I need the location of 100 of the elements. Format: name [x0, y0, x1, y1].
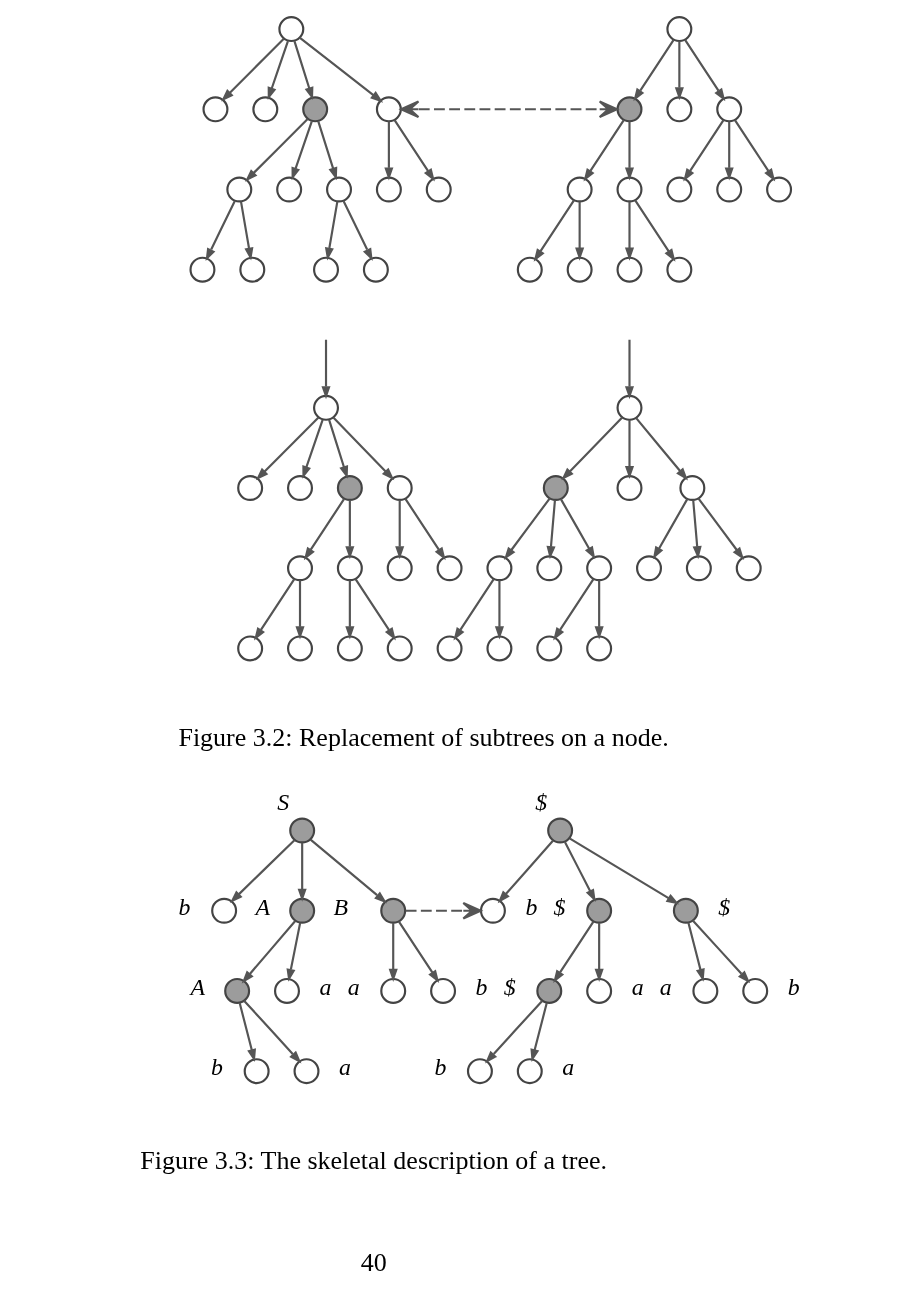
arrow — [574, 201, 584, 261]
node-circle — [375, 96, 402, 123]
node-circle — [286, 475, 313, 502]
arrow — [674, 41, 684, 101]
node-circle — [386, 635, 413, 662]
node-label: b — [475, 973, 488, 1000]
arrow — [594, 580, 604, 640]
node-circle — [286, 555, 313, 582]
arrow — [327, 419, 348, 479]
arrow — [394, 500, 404, 560]
arrow — [242, 999, 301, 1064]
arrow — [393, 119, 435, 182]
node-circle — [685, 555, 712, 582]
node-circle — [546, 817, 573, 844]
node-circle — [238, 256, 265, 283]
node-label: a — [659, 973, 672, 1000]
node-circle — [379, 897, 406, 924]
node-label: a — [338, 1054, 351, 1081]
arrow — [383, 121, 393, 181]
node-circle — [325, 176, 352, 203]
arrow — [205, 200, 236, 262]
arrow — [624, 419, 634, 479]
node-circle — [585, 635, 612, 662]
arrow — [324, 201, 338, 261]
node-circle — [312, 394, 339, 421]
node-circle — [585, 555, 612, 582]
node-circle — [225, 176, 252, 203]
node-circle — [665, 256, 692, 283]
node-circle — [516, 1058, 543, 1085]
node-circle — [436, 635, 463, 662]
node-circle — [362, 256, 389, 283]
arrow — [632, 39, 675, 102]
arrow — [285, 922, 301, 982]
node-label: b — [210, 1054, 223, 1081]
node-label: $ — [534, 788, 547, 815]
node-circle — [436, 555, 463, 582]
node-circle — [301, 96, 328, 123]
node-circle — [715, 176, 742, 203]
node-circle — [425, 176, 452, 203]
arrow — [484, 999, 543, 1064]
arrow — [583, 119, 625, 182]
node-label: b — [178, 893, 191, 920]
arrow — [634, 417, 688, 481]
arrow — [303, 498, 345, 561]
node-circle — [386, 475, 413, 502]
node-circle — [585, 977, 612, 1004]
node-label: a — [347, 973, 360, 1000]
node-circle — [243, 1058, 270, 1085]
node-circle — [288, 897, 315, 924]
node-label: a — [561, 1054, 574, 1081]
node-circle — [691, 977, 718, 1004]
arrow — [682, 119, 724, 182]
arrow — [405, 901, 482, 920]
node-circle — [479, 897, 506, 924]
node-circle — [735, 555, 762, 582]
node-circle — [566, 176, 593, 203]
arrow — [697, 497, 744, 560]
node-circle — [251, 96, 278, 123]
arrow — [452, 578, 495, 641]
node-label: b — [433, 1054, 446, 1081]
node-label: a — [631, 973, 644, 1000]
label: 40 — [360, 1247, 387, 1277]
arrow — [624, 339, 634, 400]
node-circle — [665, 96, 692, 123]
node-circle — [616, 96, 642, 123]
arrow — [267, 40, 289, 101]
node-circle — [188, 256, 215, 283]
node-circle — [336, 555, 363, 582]
node-circle — [616, 475, 642, 502]
node-circle — [223, 977, 250, 1004]
arrow — [529, 1002, 548, 1062]
node-circle — [386, 555, 413, 582]
node-circle — [535, 977, 562, 1004]
arrow — [686, 922, 705, 982]
arrow — [320, 339, 331, 400]
arrow — [691, 500, 702, 560]
node-circle — [375, 176, 402, 203]
node-circle — [535, 635, 562, 662]
arrow — [344, 500, 354, 560]
node-circle — [672, 897, 699, 924]
arrow — [298, 36, 383, 103]
arrow — [297, 842, 307, 902]
arrow — [292, 40, 313, 101]
node-label: B — [333, 893, 348, 920]
node-circle — [542, 475, 569, 502]
node-label: $ — [553, 893, 566, 920]
node-circle — [379, 977, 406, 1004]
arrow — [229, 839, 295, 903]
arrow — [497, 840, 554, 904]
node-circle — [336, 475, 363, 502]
node-circle — [273, 977, 300, 1004]
arrow — [255, 416, 319, 481]
arrow — [244, 118, 308, 182]
node-label: A — [190, 973, 205, 1000]
label: Figure 3.2: Replacement of subtrees on a node. — [177, 723, 669, 753]
node-label: b — [787, 973, 800, 1000]
arrow — [560, 416, 623, 481]
node-label: A — [255, 893, 270, 920]
arrow — [309, 838, 387, 904]
node-circle — [236, 475, 263, 502]
